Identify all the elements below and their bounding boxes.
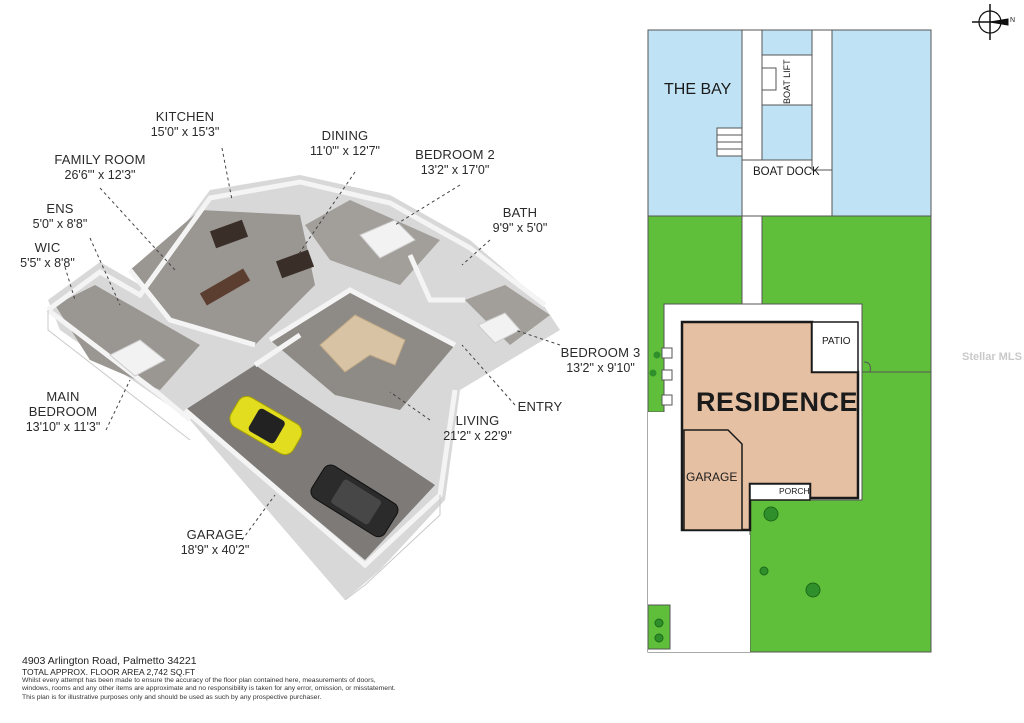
bed-main	[109, 339, 166, 377]
room-name: LIVING	[455, 413, 500, 428]
walkway-to-house	[741, 215, 763, 305]
room-dims: 11'0"' x 12'7"	[309, 143, 380, 158]
room-name: DINING	[321, 128, 369, 143]
patio-label: PATIO	[822, 336, 851, 347]
room-name: FAMILY ROOM	[54, 152, 146, 167]
room-dims: 26'6"' x 12'3"	[64, 167, 136, 182]
room-dims: 9'9" x 5'0"	[492, 220, 548, 235]
dining-table	[275, 249, 315, 279]
room-name: ENS	[46, 201, 74, 216]
dock-stairs	[716, 127, 743, 157]
kitchen-table	[209, 219, 249, 249]
label-kitchen: KITCHEN 15'0" x 15'3"	[130, 109, 240, 139]
room-name: KITCHEN	[155, 109, 215, 124]
label-main-bedroom: MAIN BEDROOM 13'10" x 11'3"	[8, 389, 118, 434]
label-family-room: FAMILY ROOM 26'6"' x 12'3"	[45, 152, 155, 182]
bed-bedroom2	[359, 219, 416, 259]
room-name: MAIN	[46, 389, 80, 404]
label-bedroom3: BEDROOM 3 13'2" x 9'10"	[548, 345, 653, 375]
room-name: ENTRY	[517, 399, 563, 414]
porch-outline	[749, 483, 811, 501]
room-dims: 13'2" x 17'0"	[420, 162, 490, 177]
label-wic: WIC 5'5" x 8'8"	[0, 240, 95, 270]
the-bay-label: THE BAY	[664, 81, 732, 98]
room-dims: 5'5" x 8'8"	[20, 255, 75, 270]
footer: 4903 Arlington Road, Palmetto 34221 TOTA…	[22, 655, 582, 702]
label-living: LIVING 21'2" x 22'9"	[425, 413, 530, 443]
room-dims: 13'2" x 9'10"	[566, 360, 635, 375]
boat-lift-label: BOAT LIFT	[782, 59, 792, 105]
disclaimer-line-3: This plan is for illustrative purposes o…	[22, 693, 322, 701]
room-name: BEDROOM 3	[560, 345, 641, 360]
sofa	[319, 314, 406, 373]
disclaimer-line-2: windows, rooms and any other items are a…	[22, 685, 396, 693]
label-garage: GARAGE 18'9" x 40'2"	[160, 527, 270, 557]
planter-boxes	[661, 347, 673, 406]
room-name: BATH	[502, 205, 538, 220]
room-dims: 21'2" x 22'9"	[443, 428, 512, 443]
watermark: Stellar MLS	[962, 351, 1022, 363]
site-garage-label: GARAGE	[686, 470, 738, 484]
room-name: WIC	[34, 240, 61, 255]
dock-arm	[811, 29, 833, 171]
residence-label: RESIDENCE	[696, 387, 859, 417]
label-entry: ENTRY	[510, 399, 570, 415]
trees	[654, 506, 821, 643]
total-floor-area: TOTAL APPROX. FLOOR AREA 2,742 SQ.FT	[22, 667, 196, 677]
room-name: BEDROOM 2	[415, 147, 495, 162]
kitchen-island	[199, 268, 251, 306]
room-dims: 18'9" x 40'2"	[180, 542, 250, 557]
room-name-2: BEDROOM	[28, 403, 98, 419]
porch-label: PORCH	[779, 486, 810, 496]
compass-icon	[972, 4, 1009, 40]
room-dims: 15'0" x 15'3"	[150, 124, 220, 139]
black-car	[310, 464, 399, 538]
label-bedroom2: BEDROOM 2 13'2" x 17'0"	[400, 147, 510, 177]
floor-plan-3d	[46, 147, 561, 601]
main-bedroom-floor	[55, 285, 200, 390]
patio-outline	[811, 321, 859, 373]
room-name: GARAGE	[186, 527, 244, 542]
label-ens: ENS 5'0" x 8'8"	[10, 201, 110, 231]
compass-north-label: N	[1010, 17, 1016, 24]
leader-lines	[64, 147, 561, 541]
property-address: 4903 Arlington Road, Palmetto 34221	[22, 655, 197, 667]
site-plan	[647, 4, 1009, 653]
disclaimer-line-1: Whilst every attempt has been made to en…	[22, 677, 376, 684]
label-bath: BATH 9'9" x 5'0"	[470, 205, 570, 235]
bed-bedroom3	[477, 312, 521, 344]
room-dims: 13'10" x 11'3"	[25, 419, 101, 434]
boat-dock-label: BOAT DOCK	[753, 166, 820, 178]
label-dining: DINING 11'0"' x 12'7"	[290, 128, 400, 158]
driveway	[648, 412, 750, 652]
bedroom3-floor	[465, 285, 550, 345]
garage-outline	[683, 429, 743, 531]
room-dims: 5'0" x 8'8"	[32, 216, 88, 231]
yellow-car	[229, 395, 303, 456]
walls	[46, 179, 547, 569]
